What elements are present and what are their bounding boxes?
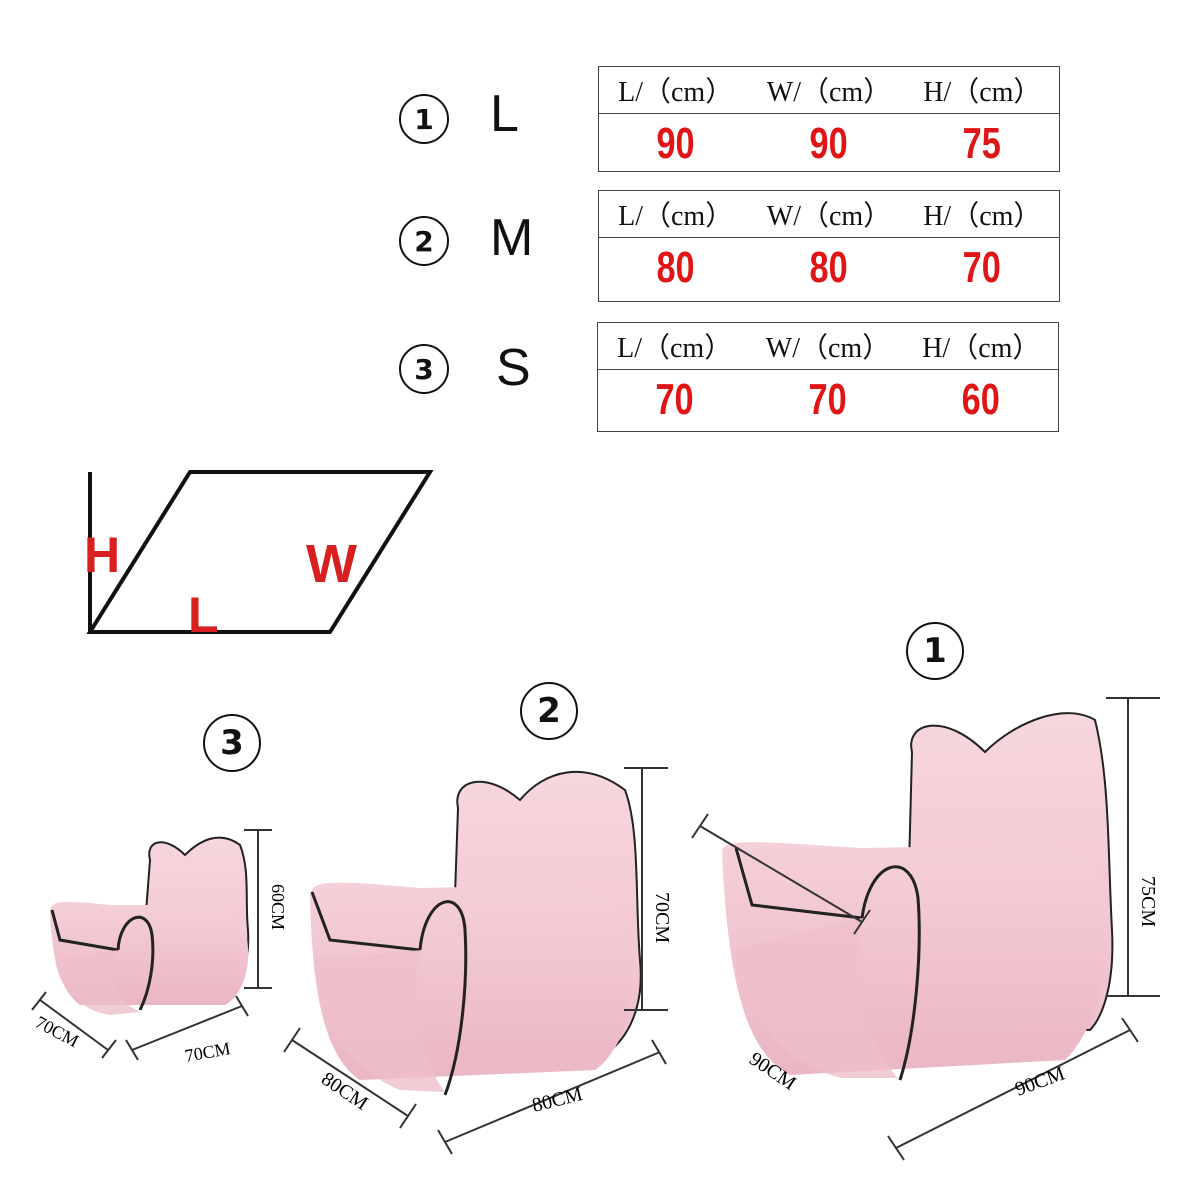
medium-chair-width-label: 80CM [530, 1083, 585, 1117]
parallelogram-outline [86, 470, 434, 634]
dimension-header-row: L/（cm） W/（cm） H/（cm） [598, 323, 1058, 370]
chair-number-badge-small: 3 [203, 714, 261, 772]
chair-small [50, 836, 250, 1015]
size-row-small: 3 S L/（cm） W/（cm） H/（cm） 70 70 60 [0, 318, 1200, 438]
medium-chair-height-label: 70CM [651, 892, 673, 943]
large-chair-height-label: 75CM [1137, 876, 1159, 927]
dimension-diagram: H L W [84, 470, 434, 643]
size-number-badge: 3 [399, 344, 449, 394]
width-value: 90 [809, 119, 848, 168]
width-value: 80 [809, 243, 848, 292]
height-value: 75 [962, 119, 1001, 168]
dimension-value-row: 70 70 60 [598, 370, 1057, 430]
height-value: 60 [961, 375, 1000, 424]
size-row-large: 1 L L/（cm） W/（cm） H/（cm） 90 90 75 [0, 60, 1200, 180]
size-number-badge: 1 [399, 94, 449, 144]
dimension-table: L/（cm） W/（cm） H/（cm） 90 90 75 [598, 66, 1060, 172]
size-number-badge: 2 [399, 216, 449, 266]
dimension-header-row: L/（cm） W/（cm） H/（cm） [599, 67, 1059, 114]
small-chair-height-label: 60CM [268, 884, 288, 930]
diagram-l-label: L [188, 587, 219, 643]
chair-medium [310, 770, 642, 1096]
length-value: 80 [656, 243, 695, 292]
chair-number-badge-medium: 2 [520, 682, 578, 740]
length-header: L/（cm） [618, 201, 734, 232]
length-header: L/（cm） [618, 77, 734, 108]
size-letter: L [490, 85, 519, 143]
size-letter: S [496, 339, 531, 397]
height-header: H/（cm） [923, 77, 1042, 108]
large-chair-width-label: 90CM [1012, 1062, 1068, 1100]
length-value: 70 [655, 375, 694, 424]
dimension-value-row: 90 90 75 [599, 114, 1058, 174]
chair-large [722, 712, 1114, 1081]
small-chair-depth-label: 70CM [32, 1012, 82, 1051]
length-value: 90 [656, 119, 695, 168]
width-header: W/（cm） [766, 201, 892, 232]
height-value: 70 [962, 243, 1001, 292]
diagram-w-label: W [306, 534, 357, 594]
length-header: L/（cm） [617, 333, 733, 364]
dimension-table: L/（cm） W/（cm） H/（cm） 80 80 70 [598, 190, 1060, 302]
size-letter: M [490, 209, 534, 267]
size-row-medium: 2 M L/（cm） W/（cm） H/（cm） 80 80 70 [0, 186, 1200, 306]
height-header: H/（cm） [922, 333, 1041, 364]
width-header: W/（cm） [766, 77, 892, 108]
dimension-table: L/（cm） W/（cm） H/（cm） 70 70 60 [597, 322, 1059, 432]
height-header: H/（cm） [923, 201, 1042, 232]
small-chair-width-label: 70CM [183, 1038, 232, 1066]
width-value: 70 [808, 375, 847, 424]
diagram-h-label: H [84, 527, 120, 583]
chair-number-badge-large: 1 [906, 622, 964, 680]
dimension-header-row: L/（cm） W/（cm） H/（cm） [599, 191, 1059, 238]
width-header: W/（cm） [765, 333, 891, 364]
dimension-value-row: 80 80 70 [599, 238, 1058, 298]
